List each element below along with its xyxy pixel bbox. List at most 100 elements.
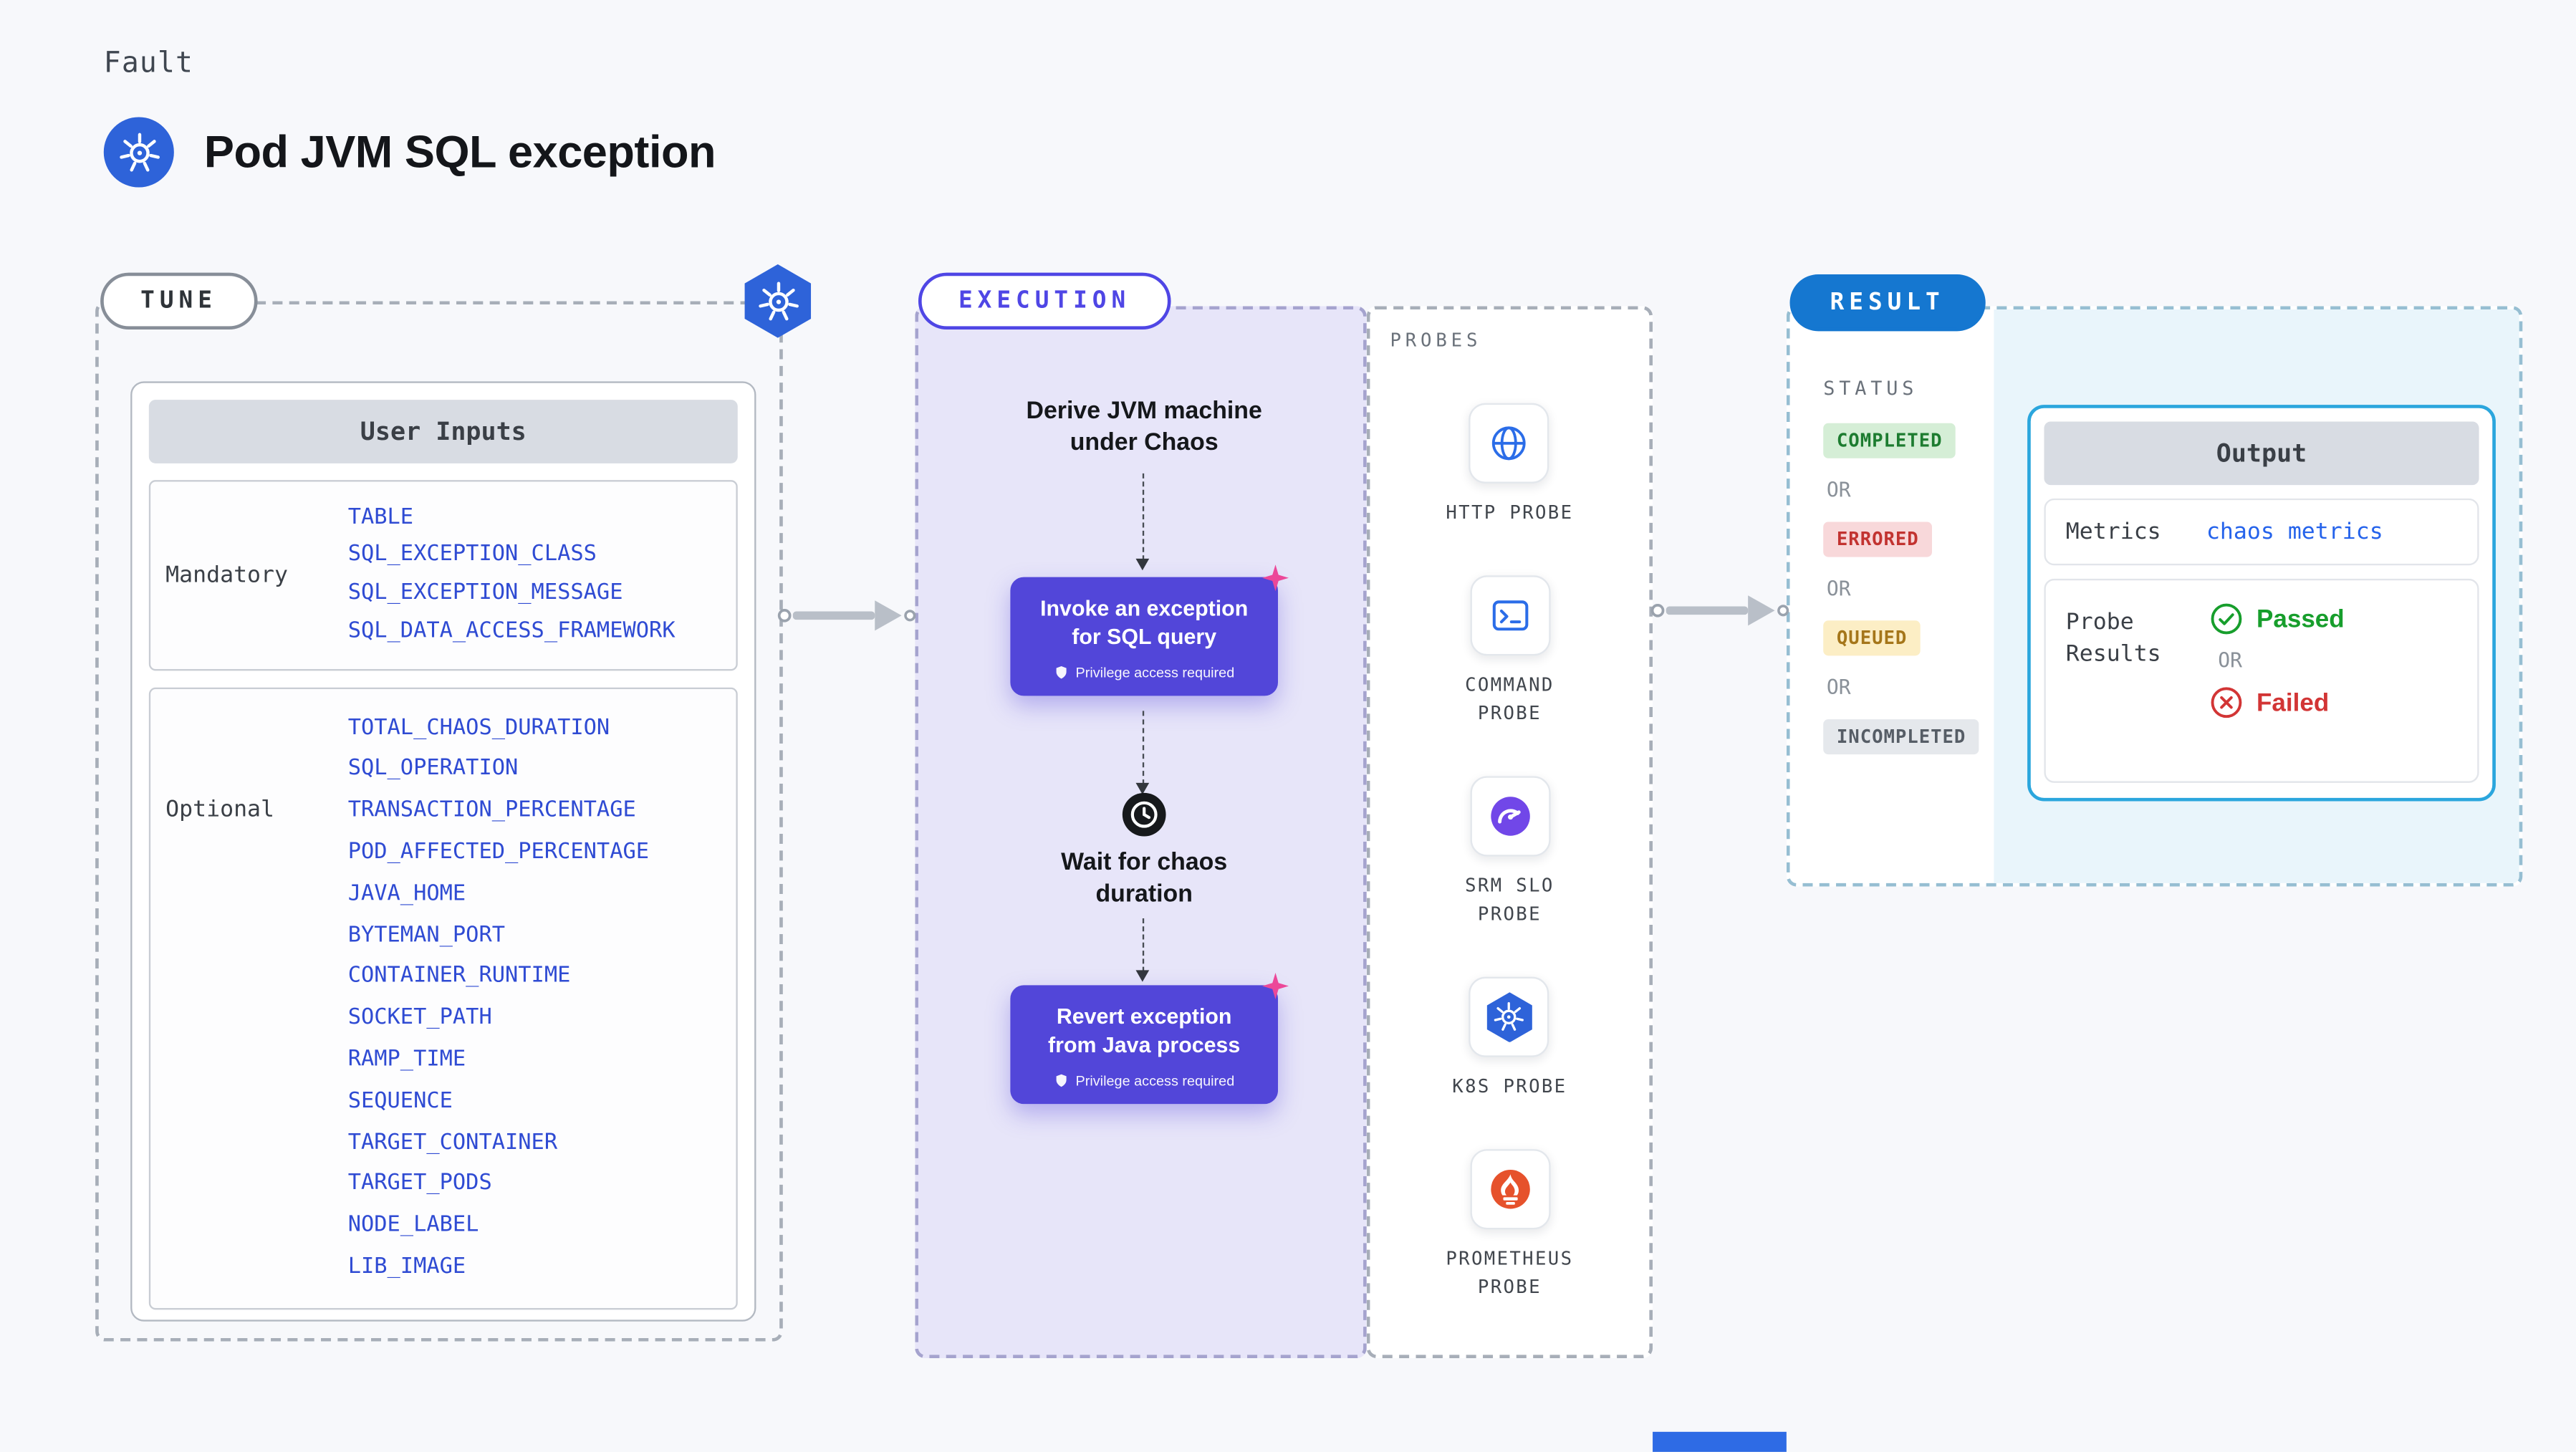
flow-arrow-down: [1135, 711, 1149, 795]
privilege-note: Privilege access required: [1030, 1072, 1258, 1089]
command-probe-icon: [1469, 575, 1550, 656]
execution-to-result-arrow: [1650, 595, 1789, 626]
probe-name: SRM SLO PROBE: [1465, 875, 1554, 925]
input-name: TARGET_PODS: [347, 1171, 492, 1197]
probes-section: PROBES HTTP PROBE COMMAND PROBE: [1366, 306, 1653, 1359]
probe-results-label: Probe Results: [2065, 608, 2161, 668]
probe-name: COMMAND PROBE: [1465, 674, 1554, 725]
mandatory-label: Mandatory: [165, 562, 288, 589]
optional-items: TOTAL_CHAOS_DURATION SQL_OPERATION TRANS…: [348, 689, 736, 1308]
probe-item: PROMETHEUS PROBE: [1433, 1149, 1587, 1302]
revert-action-title: Revert exception from Java process: [1048, 1004, 1241, 1057]
probe-name: PROMETHEUS PROBE: [1446, 1248, 1574, 1299]
mandatory-inputs-group: Mandatory TABLE SQL_EXCEPTION_CLASS SQL_…: [148, 480, 738, 671]
tune-section: [95, 301, 783, 1342]
status-badge-incompleted: INCOMPLETED: [1823, 719, 1979, 755]
revert-action-box: Revert exception from Java process Privi…: [1010, 973, 1289, 1104]
user-inputs-header: User Inputs: [148, 400, 738, 463]
http-probe-icon: [1469, 403, 1550, 484]
k8s-probe-icon: [1469, 977, 1550, 1058]
input-name: TOTAL_CHAOS_DURATION: [347, 715, 610, 741]
input-name: BYTEMAN_PORT: [347, 922, 506, 948]
x-circle-icon: [2211, 687, 2242, 718]
passed-line: Passed: [2210, 602, 2478, 636]
passed-label: Passed: [2257, 605, 2345, 633]
status-badge-queued: QUEUED: [1823, 620, 1921, 656]
kubernetes-helm-icon: [755, 279, 800, 324]
input-name: SQL_EXCEPTION_CLASS: [347, 542, 597, 568]
kubernetes-logo-icon: [103, 117, 174, 188]
input-name: TARGET_CONTAINER: [347, 1130, 558, 1155]
result-pill: RESULT: [1789, 274, 1985, 332]
probes-list: HTTP PROBE COMMAND PROBE: [1370, 403, 1649, 1302]
kubernetes-helm-icon: [116, 130, 161, 175]
or-label: OR: [1826, 577, 1851, 601]
shield-icon: [1056, 1074, 1067, 1087]
privilege-note-text: Privilege access required: [1075, 1072, 1235, 1089]
input-name: SQL_OPERATION: [347, 756, 519, 782]
probe-item: HTTP PROBE: [1446, 403, 1573, 527]
status-header: STATUS: [1823, 376, 1918, 400]
optional-inputs-group: Optional TOTAL_CHAOS_DURATION SQL_OPERAT…: [148, 687, 738, 1310]
probe-item: COMMAND PROBE: [1433, 575, 1587, 728]
input-name: SQL_EXCEPTION_MESSAGE: [347, 580, 623, 606]
metrics-row: Metrics chaos metrics: [2044, 498, 2479, 566]
cropped-bottom-element: [1653, 1431, 1787, 1452]
optional-label: Optional: [165, 796, 275, 823]
derive-step-label: Derive JVM machine under Chaos: [1026, 398, 1262, 457]
failed-line: Failed: [2210, 686, 2478, 719]
chaos-spark-icon: [1262, 564, 1289, 592]
srm-slo-probe-icon: [1469, 776, 1550, 857]
output-header: Output: [2044, 421, 2479, 486]
tune-pill: TUNE: [100, 272, 257, 330]
input-name: SQL_DATA_ACCESS_FRAMEWORK: [347, 619, 676, 645]
status-badge-completed: COMPLETED: [1823, 423, 1956, 458]
flow-arrow-down: [1135, 918, 1149, 982]
probe-item: SRM SLO PROBE: [1433, 776, 1587, 929]
user-inputs-card: User Inputs Mandatory TABLE SQL_EXCEPTIO…: [130, 381, 756, 1322]
invoke-action-title: Invoke an exception for SQL query: [1040, 595, 1249, 649]
shield-icon: [1056, 665, 1067, 678]
metrics-label: Metrics: [2065, 517, 2161, 545]
clock-icon: [1120, 791, 1167, 837]
input-name: TABLE: [347, 504, 414, 530]
probes-header: PROBES: [1390, 330, 1482, 352]
input-name: NODE_LABEL: [347, 1213, 479, 1239]
invoke-action-box: Invoke an exception for SQL query Privil…: [1010, 564, 1289, 696]
probe-name: K8S PROBE: [1452, 1075, 1567, 1098]
input-name: SOCKET_PATH: [347, 1005, 492, 1031]
input-name: POD_AFFECTED_PERCENTAGE: [347, 840, 650, 865]
failed-label: Failed: [2257, 688, 2330, 717]
input-name: CONTAINER_RUNTIME: [347, 963, 571, 989]
page-title: Pod JVM SQL exception: [203, 126, 716, 177]
chaos-spark-icon: [1262, 973, 1289, 1000]
probe-results-row: Probe Results Passed OR Failed: [2044, 578, 2479, 783]
check-circle-icon: [2211, 603, 2242, 635]
or-label: OR: [1826, 675, 1851, 700]
tune-to-execution-arrow: [777, 600, 916, 631]
prometheus-probe-icon: [1469, 1149, 1550, 1230]
flow-arrow-down: [1135, 473, 1149, 571]
input-name: LIB_IMAGE: [347, 1254, 466, 1280]
input-name: JAVA_HOME: [347, 881, 466, 907]
probe-name: HTTP PROBE: [1446, 501, 1574, 524]
metrics-value: chaos metrics: [2206, 518, 2383, 546]
execution-section: Derive JVM machine under Chaos Invoke an…: [915, 306, 1367, 1359]
execution-pill: EXECUTION: [918, 272, 1171, 330]
privilege-note-text: Privilege access required: [1075, 663, 1235, 681]
input-name: TRANSACTION_PERCENTAGE: [347, 798, 636, 824]
status-list: COMPLETED OR ERRORED OR QUEUED OR INCOMP…: [1823, 423, 1979, 755]
wait-step-label: Wait for chaos duration: [1061, 850, 1228, 908]
input-name: RAMP_TIME: [347, 1047, 466, 1072]
page-header: Pod JVM SQL exception: [103, 117, 716, 188]
output-card: Output Metrics chaos metrics Probe Resul…: [2027, 405, 2496, 802]
mandatory-items: TABLE SQL_EXCEPTION_CLASS SQL_EXCEPTION_…: [348, 482, 736, 670]
result-section: STATUS COMPLETED OR ERRORED OR QUEUED OR…: [1786, 306, 2523, 887]
probe-results-values: Passed OR Failed: [2206, 580, 2477, 781]
or-label: OR: [2218, 649, 2243, 673]
status-badge-errored: ERRORED: [1823, 521, 1933, 557]
probe-item: K8S PROBE: [1452, 977, 1567, 1101]
or-label: OR: [1826, 478, 1851, 502]
input-name: SEQUENCE: [347, 1088, 453, 1114]
